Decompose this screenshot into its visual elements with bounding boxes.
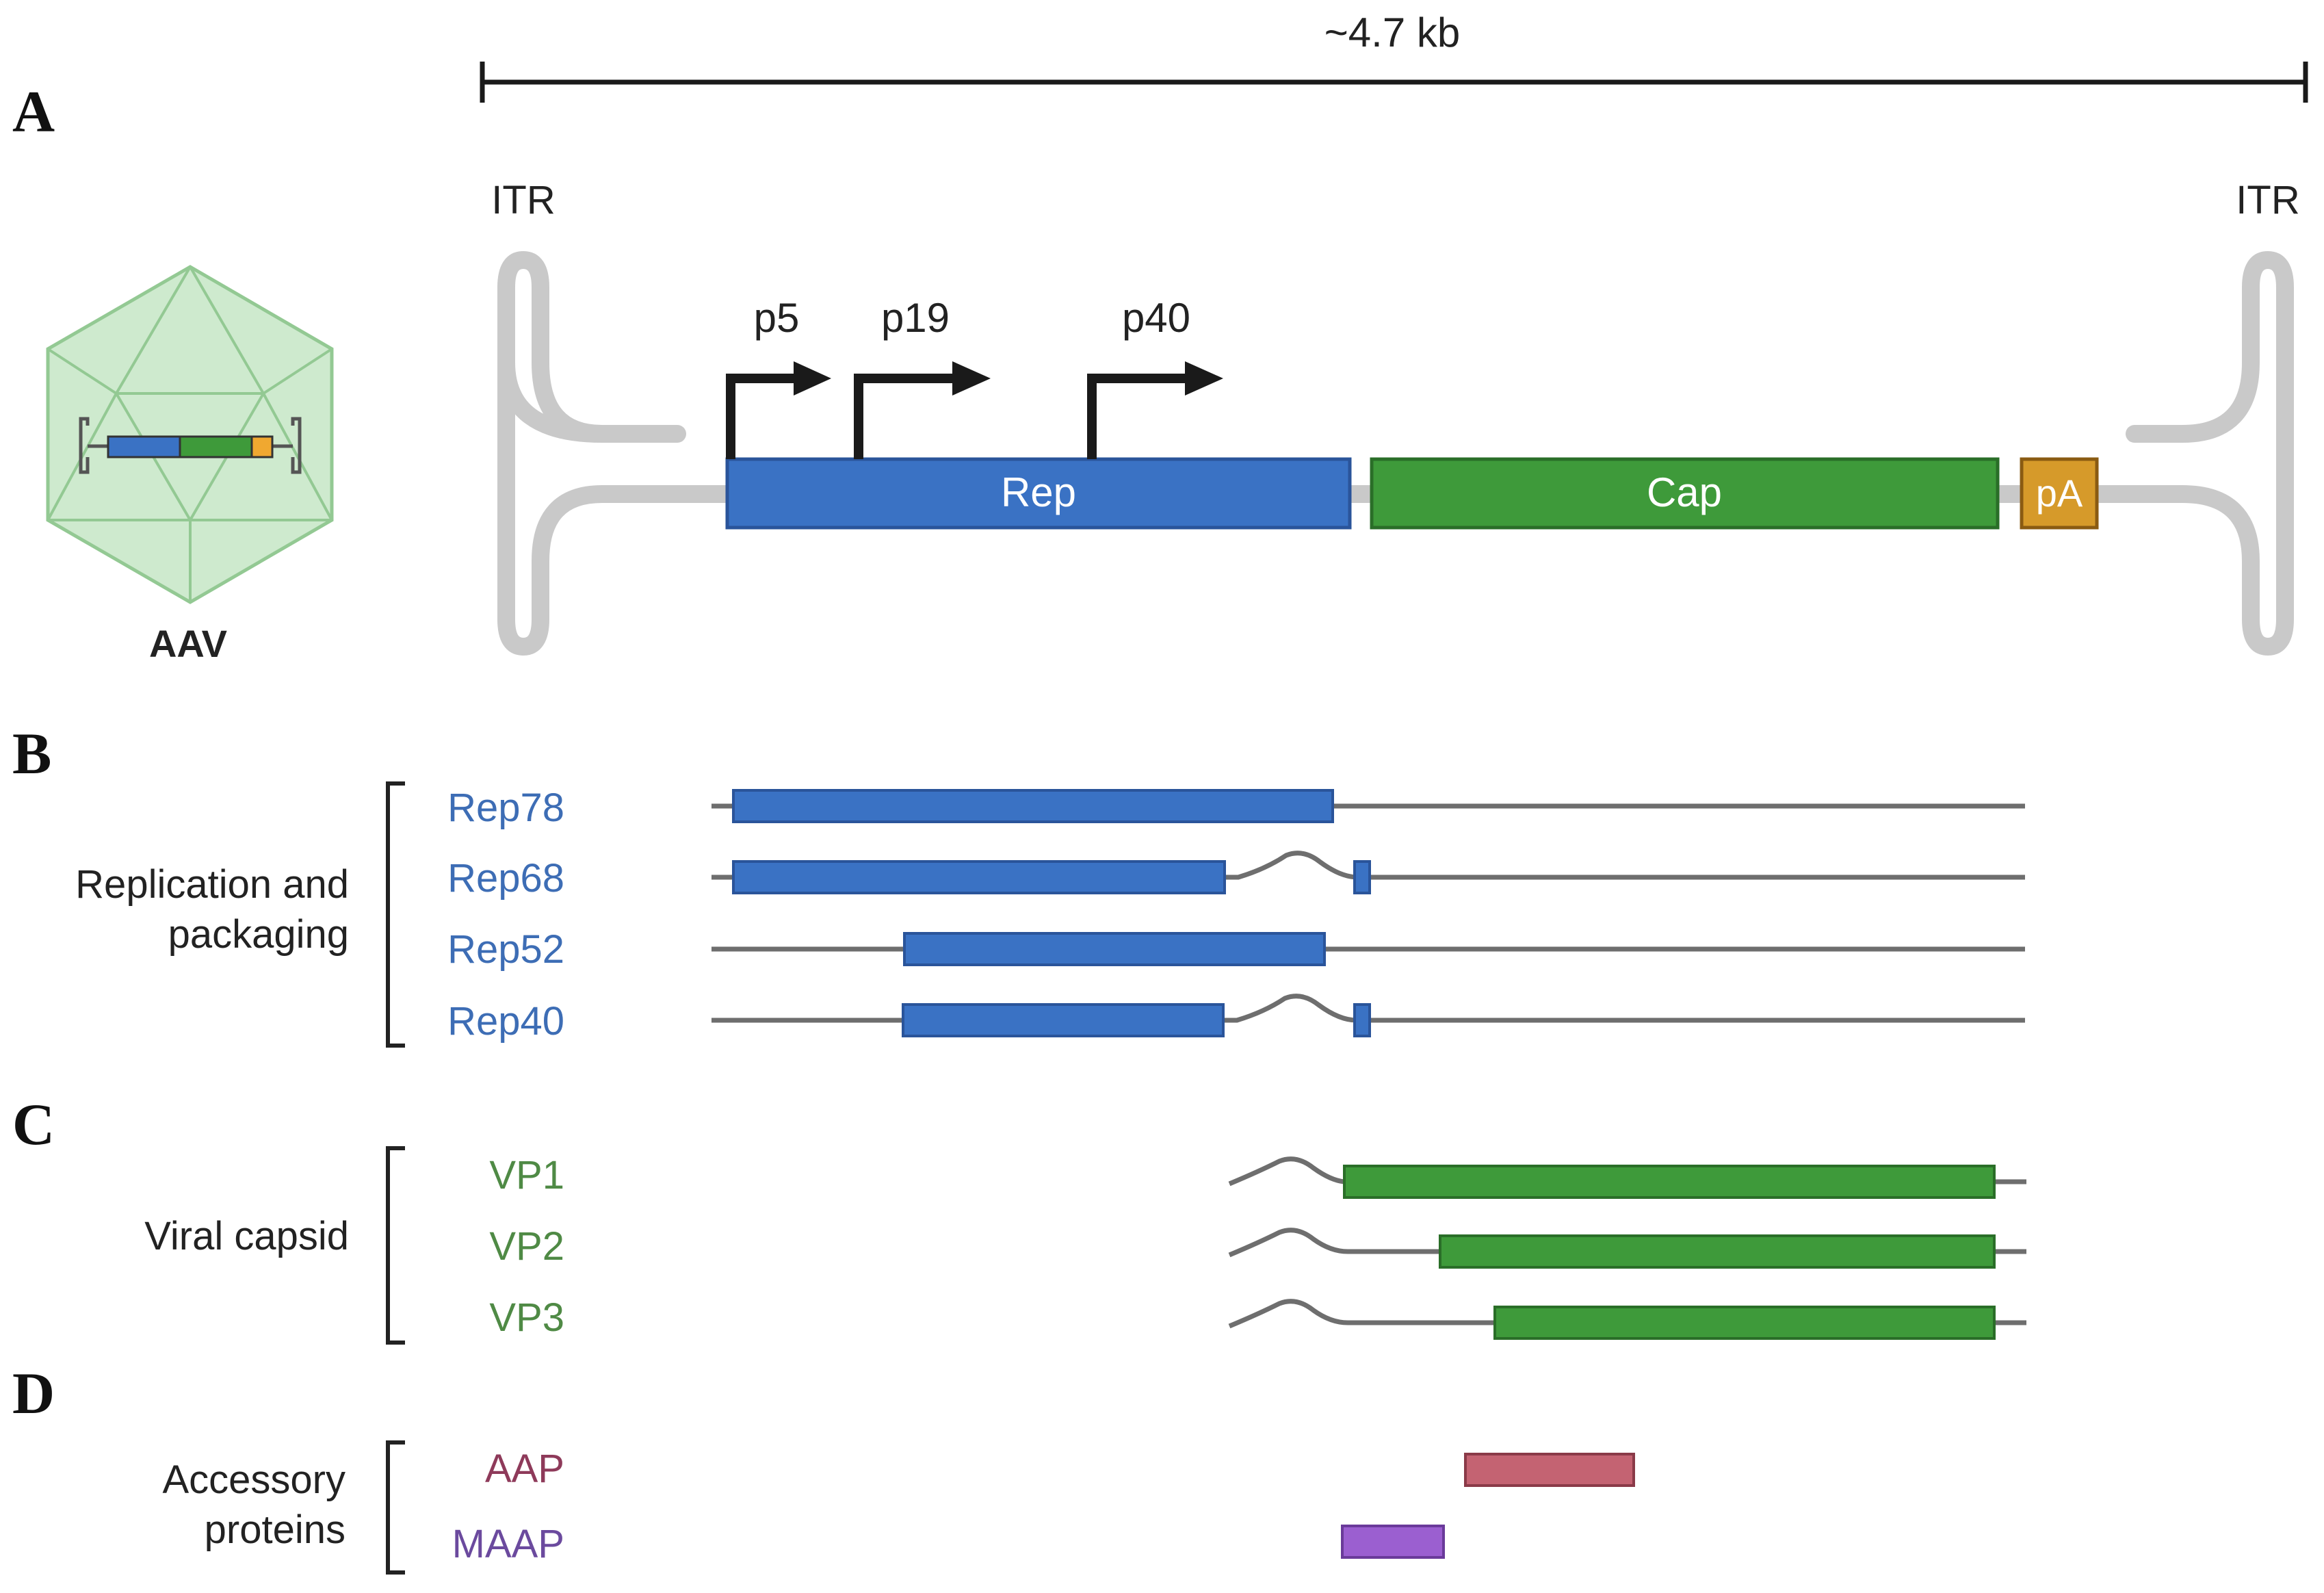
itr-right-label: ITR bbox=[2236, 178, 2299, 222]
accessory-bracket bbox=[386, 1440, 405, 1575]
scale-bar-label: ~4.7 kb bbox=[1324, 10, 1461, 55]
capsid-bracket bbox=[386, 1146, 405, 1345]
promoter-label-p5: p5 bbox=[754, 295, 800, 341]
aav-mini-genome bbox=[79, 417, 302, 474]
replication-group-label-line2: packaging bbox=[168, 912, 349, 957]
transcript-label-vp3: VP3 bbox=[489, 1295, 564, 1340]
capsid-group-label: Viral capsid bbox=[144, 1214, 349, 1258]
transcript-label-vp1: VP1 bbox=[489, 1153, 564, 1197]
promoter-arrow-p5 bbox=[726, 361, 831, 459]
rep-gene-box bbox=[725, 457, 1352, 530]
promoter-label-p19: p19 bbox=[881, 295, 950, 341]
transcript-rep40 bbox=[711, 994, 2025, 1037]
accessory-group-label-line2: proteins bbox=[205, 1507, 345, 1552]
scale-bar bbox=[480, 62, 2308, 103]
transcript-vp3 bbox=[1228, 1299, 2026, 1340]
promoter-arrow-p19 bbox=[854, 361, 991, 459]
itr-right-hairpin bbox=[2091, 251, 2294, 656]
transcript-vp1 bbox=[1228, 1156, 2026, 1199]
transcript-label-rep40: Rep40 bbox=[447, 999, 564, 1044]
replication-group-label-line1: Replication and bbox=[75, 862, 349, 907]
panel-label-c: C bbox=[12, 1091, 55, 1157]
aav-label: AAV bbox=[149, 622, 227, 665]
protein-label-aap: AAP bbox=[485, 1447, 564, 1491]
promoter-arrow-p40 bbox=[1087, 361, 1223, 459]
polya-box bbox=[2020, 457, 2099, 530]
protein-bar-aap bbox=[1464, 1453, 1635, 1487]
itr-left-label: ITR bbox=[491, 178, 555, 222]
protein-label-maap: MAAP bbox=[452, 1522, 564, 1566]
transcript-rep68 bbox=[711, 851, 2025, 894]
cap-gene-label: Cap bbox=[1647, 469, 1722, 515]
transcript-label-vp2: VP2 bbox=[489, 1224, 564, 1269]
cap-gene-box bbox=[1370, 457, 2000, 530]
transcript-rep78 bbox=[711, 789, 2025, 823]
protein-bar-maap bbox=[1341, 1525, 1445, 1559]
transcript-label-rep78: Rep78 bbox=[447, 786, 564, 830]
transcript-rep52 bbox=[711, 932, 2025, 966]
panel-label-d: D bbox=[12, 1360, 55, 1426]
replication-bracket bbox=[386, 781, 405, 1048]
transcript-label-rep52: Rep52 bbox=[447, 927, 564, 972]
polya-label: pA bbox=[2036, 471, 2083, 515]
rep-gene-label: Rep bbox=[1001, 469, 1076, 515]
transcript-vp2 bbox=[1228, 1228, 2026, 1269]
panel-label-b: B bbox=[12, 721, 51, 786]
aav-capsid-icon bbox=[46, 265, 334, 604]
itr-left-hairpin bbox=[497, 251, 734, 656]
panel-label-a: A bbox=[12, 79, 55, 144]
promoter-label-p40: p40 bbox=[1122, 295, 1190, 341]
accessory-group-label-line1: Accessory bbox=[162, 1458, 345, 1502]
transcript-label-rep68: Rep68 bbox=[447, 856, 564, 901]
